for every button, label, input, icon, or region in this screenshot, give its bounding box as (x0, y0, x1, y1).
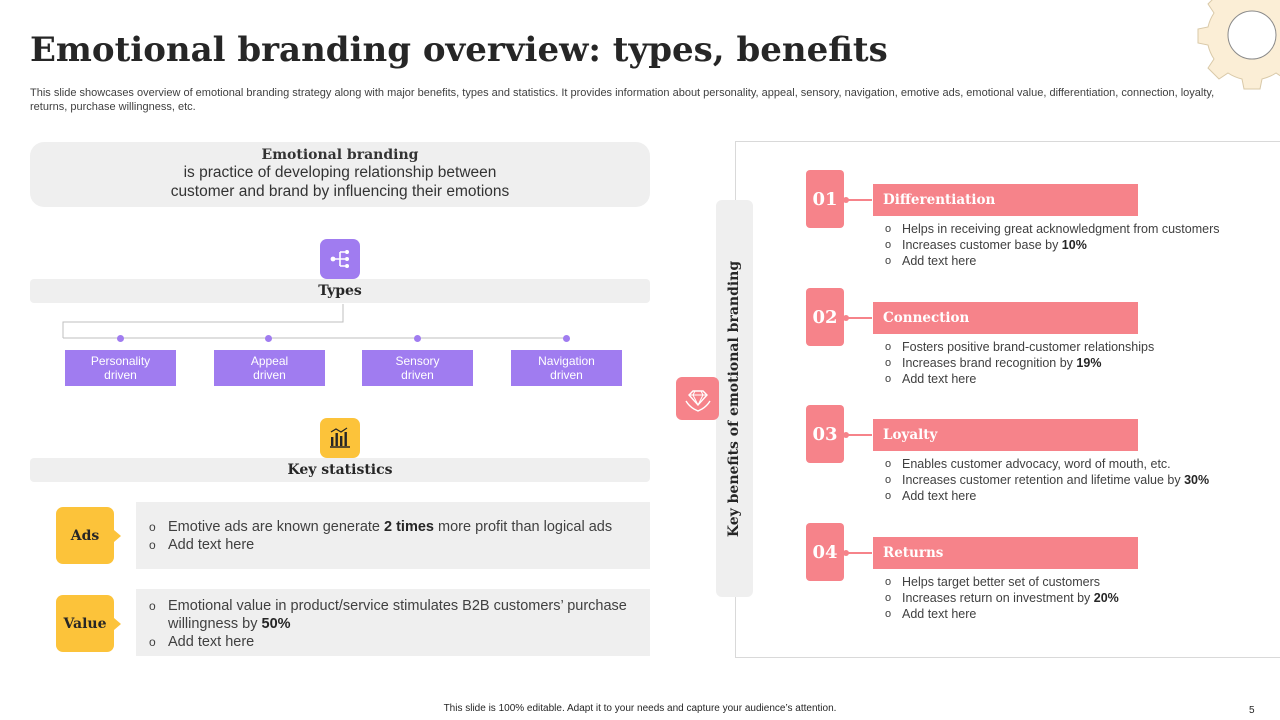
footer-note: This slide is 100% editable. Adapt it to… (443, 703, 837, 714)
page-number: 5 (1249, 705, 1255, 716)
benefit-title-loyalty: Loyalty (873, 419, 1138, 451)
benefit-title-differentiation: Differentiation (873, 184, 1138, 216)
stat-box-ads: Emotive ads are known generate 2 times m… (136, 502, 650, 569)
types-heading: Types (30, 279, 650, 303)
diamond-hands-icon (676, 377, 719, 420)
benefit-connector (844, 552, 872, 554)
benefit-connector (844, 317, 872, 319)
benefit-title-returns: Returns (873, 537, 1138, 569)
stat-tag-ads: Ads (56, 507, 114, 564)
type-dot (265, 335, 272, 342)
benefit-number: 01 (806, 170, 844, 228)
benefit-title-connection: Connection (873, 302, 1138, 334)
stat-bullet: Emotional value in product/service stimu… (136, 597, 640, 633)
type-navigation: Navigation driven (511, 350, 622, 386)
stat-arrow (114, 618, 121, 630)
benefits-vertical-bar (716, 200, 753, 597)
page-subtitle: This slide showcases overview of emotion… (30, 87, 1215, 113)
stat-box-value: Emotional value in product/service stimu… (136, 589, 650, 656)
stat-bullet: Add text here (136, 633, 640, 651)
stat-arrow (114, 530, 121, 542)
type-dot (117, 335, 124, 342)
benefit-number: 03 (806, 405, 844, 463)
benefit-list: Helps target better set of customers Inc… (883, 574, 1263, 622)
benefit-list: Helps in receiving great acknowledgment … (883, 221, 1263, 269)
type-dot (414, 335, 421, 342)
gear-icon (1197, 0, 1280, 90)
types-connector (62, 304, 565, 339)
type-appeal: Appeal driven (214, 350, 325, 386)
stat-tag-value: Value (56, 595, 114, 652)
benefit-connector (844, 199, 872, 201)
benefit-number: 04 (806, 523, 844, 581)
statistics-heading: Key statistics (30, 458, 650, 482)
type-sensory: Sensory driven (362, 350, 473, 386)
benefit-list: Fosters positive brand-customer relation… (883, 339, 1263, 387)
benefit-connector (844, 434, 872, 436)
definition-heading: Emotional branding (261, 147, 419, 163)
benefit-list: Enables customer advocacy, word of mouth… (883, 456, 1263, 504)
benefits-vertical-label: Key benefits of emotional branding (726, 260, 743, 537)
benefit-connector-dot (843, 432, 849, 438)
hierarchy-icon (320, 239, 360, 279)
page-title: Emotional branding overview: types, bene… (30, 30, 888, 70)
benefit-connector-dot (843, 315, 849, 321)
bar-chart-icon (320, 418, 360, 458)
benefit-connector-dot (843, 197, 849, 203)
type-dot (563, 335, 570, 342)
benefit-connector-dot (843, 550, 849, 556)
stat-bullet: Emotive ads are known generate 2 times m… (136, 518, 650, 536)
definition-box: Emotional branding is practice of develo… (30, 142, 650, 207)
benefit-number: 02 (806, 288, 844, 346)
definition-line-1: is practice of developing relationship b… (183, 164, 497, 181)
stat-bullet: Add text here (136, 536, 650, 554)
definition-line-2: customer and brand by influencing their … (170, 183, 510, 200)
type-personality: Personality driven (65, 350, 176, 386)
